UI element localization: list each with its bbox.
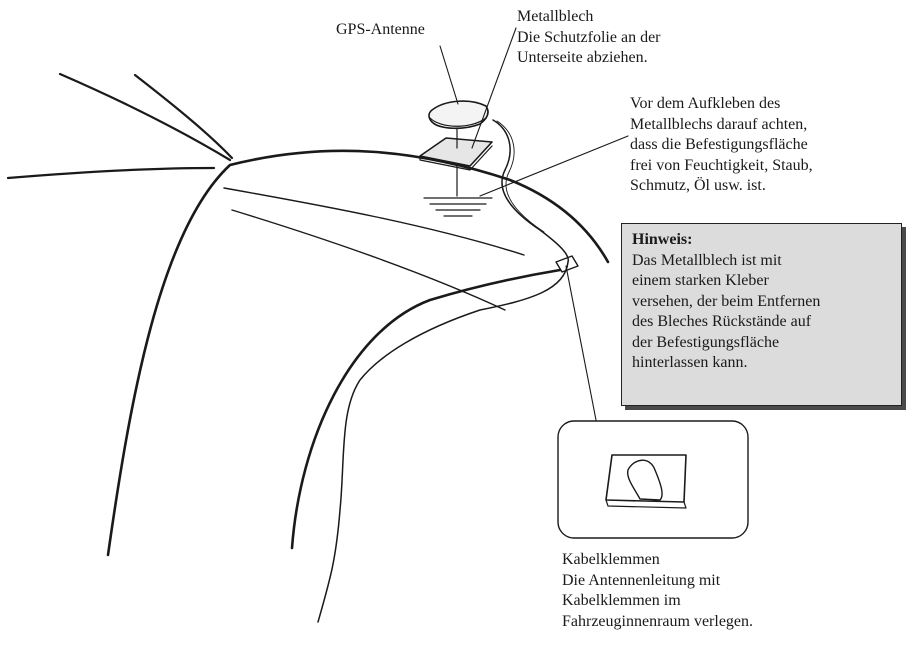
windshield-line-upper — [58, 72, 232, 162]
surface-line: Schmutz, Öl usw. ist. — [630, 177, 766, 194]
cable-clamp-mark — [555, 255, 579, 273]
note-line: versehen, der beim Entfernen — [632, 292, 821, 310]
label-cable-clamps: Kabelklemmen Die Antennenleitung mit Kab… — [562, 550, 753, 632]
surface-line: frei von Feuchtigkeit, Staub, — [630, 156, 813, 174]
note-line: des Bleches Rückstände auf — [632, 313, 812, 330]
label-gps-antenna: GPS-Antenne — [336, 20, 425, 41]
roof-outline — [106, 149, 610, 557]
leader-surface — [479, 135, 629, 197]
gps-antenna-base — [429, 117, 487, 127]
leader-metal-plate — [471, 27, 517, 149]
label-mounting-surface: Vor dem Aufkleben des Metallblechs darau… — [630, 94, 813, 197]
surface-line: Vor dem Aufkleben des — [630, 95, 781, 112]
note-line: Das Metallblech ist mit — [632, 251, 782, 269]
leader-cable-clamp — [565, 265, 597, 421]
clamp-detail-bottom — [605, 499, 687, 509]
metal-plate-line: Unterseite abziehen. — [517, 49, 648, 66]
note-line: einem starken Kleber — [632, 272, 769, 289]
antenna-cable — [317, 119, 569, 623]
cable-clamps-line: Kabelklemmen im — [562, 592, 681, 609]
note-line: der Befestigungsfläche — [632, 333, 780, 351]
gps-antenna-shape — [428, 100, 489, 130]
roof-front-edge — [6, 166, 216, 180]
surface-line: Metallblechs darauf achten, — [630, 115, 808, 133]
note-title: Hinweis: — [632, 231, 693, 248]
clamp-detail-tab — [626, 459, 663, 501]
cable-clamps-line: Die Antennenleitung mit — [562, 571, 721, 589]
surface-line: dass die Befestigungsfläche — [630, 136, 808, 153]
roof-contour-2 — [231, 209, 506, 311]
label-metal-plate: Metallblech Die Schutzfolie an der Unter… — [517, 7, 661, 69]
clamp-detail-shape — [605, 454, 687, 503]
leader-gps-antenna — [439, 45, 459, 105]
rear-window-outline — [290, 268, 562, 550]
windshield-line-lower — [133, 73, 234, 160]
note-box: Hinweis: Das Metallblech ist mit einem s… — [621, 223, 902, 406]
antenna-cable-shadow — [496, 120, 545, 233]
cable-clamps-title: Kabelklemmen — [562, 551, 660, 568]
metal-plate-title: Metallblech — [517, 8, 594, 25]
note-line: hinterlassen kann. — [632, 354, 748, 371]
metal-plate-shape — [419, 137, 493, 167]
gps-antenna-text: GPS-Antenne — [336, 21, 425, 38]
roof-contour-1 — [223, 187, 525, 256]
metal-plate-line: Die Schutzfolie an der — [517, 28, 661, 46]
cable-clamps-line: Fahrzeuginnenraum verlegen. — [562, 612, 754, 630]
clamp-detail-box — [557, 420, 749, 539]
metal-plate-edge — [419, 145, 493, 171]
